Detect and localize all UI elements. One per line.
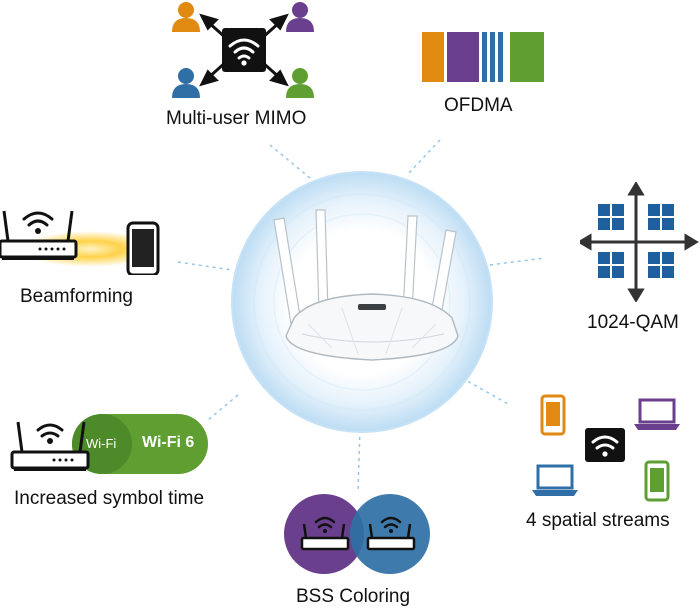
phone-icon-orange bbox=[540, 394, 566, 436]
user-icon-blue bbox=[172, 68, 200, 98]
label-symbol-time: Increased symbol time bbox=[14, 488, 205, 509]
qam-grid-icon bbox=[580, 182, 699, 302]
feature-ofdma bbox=[422, 32, 546, 84]
label-spatial: 4 spatial streams bbox=[526, 510, 670, 531]
feature-mimo bbox=[160, 0, 330, 100]
wifi-icon bbox=[591, 435, 619, 450]
central-router bbox=[273, 209, 459, 361]
symbol-time-graphic bbox=[10, 414, 208, 474]
router-icon bbox=[0, 210, 78, 260]
mimo-graphic bbox=[172, 2, 314, 98]
phone-icon-green bbox=[644, 460, 670, 502]
feature-bss bbox=[282, 492, 432, 576]
wifi-box bbox=[585, 428, 625, 462]
wifi-icon bbox=[314, 516, 336, 529]
label-ofdma: OFDMA bbox=[444, 95, 513, 116]
pill-wifi-label: Wi-Fi bbox=[86, 436, 117, 451]
connector-spatial bbox=[461, 377, 511, 406]
router-icon bbox=[10, 421, 90, 471]
bss-graphic bbox=[284, 494, 430, 574]
user-icon-green bbox=[286, 68, 314, 98]
ofdma-graphic bbox=[422, 32, 544, 82]
user-icon-orange bbox=[172, 2, 200, 32]
beamforming-graphic bbox=[0, 210, 160, 275]
feature-qam bbox=[580, 182, 700, 302]
dotted-connectors bbox=[177, 139, 546, 491]
connector-bss bbox=[357, 429, 361, 491]
spatial-graphic bbox=[532, 394, 680, 502]
label-beamforming: Beamforming bbox=[20, 286, 133, 307]
laptop-icon-blue bbox=[532, 464, 578, 496]
router-icon-right bbox=[366, 516, 416, 551]
label-qam: 1024-QAM bbox=[587, 312, 679, 333]
wifi-icon bbox=[228, 38, 260, 60]
halo-ring-2 bbox=[253, 193, 471, 411]
bss-circle-blue bbox=[350, 494, 430, 574]
qam-graphic bbox=[580, 182, 699, 302]
feature-spatial bbox=[530, 390, 690, 505]
user-icon-purple bbox=[286, 2, 314, 32]
laptop-icon-purple bbox=[634, 398, 680, 430]
pill-wifi6-label: Wi-Fi 6 bbox=[142, 434, 195, 451]
connector-beamforming bbox=[177, 261, 233, 271]
feature-symbol-time: Wi-Fi Wi-Fi 6 bbox=[10, 410, 210, 476]
halo-ring-1 bbox=[231, 171, 493, 433]
feature-beamforming bbox=[0, 205, 170, 275]
wifi-icon bbox=[22, 211, 54, 227]
connector-symbol bbox=[207, 394, 239, 421]
wifi-icon bbox=[36, 423, 64, 438]
connector-mimo bbox=[269, 144, 311, 179]
label-mimo: Multi-user MIMO bbox=[166, 108, 307, 129]
bss-circle-purple bbox=[284, 494, 364, 574]
router-icon-left bbox=[300, 516, 350, 551]
halo-ring-3 bbox=[273, 213, 451, 391]
connector-qam bbox=[489, 257, 546, 266]
phone-icon bbox=[126, 221, 160, 275]
label-bss: BSS Coloring bbox=[296, 586, 411, 607]
wifi-icon bbox=[380, 516, 402, 529]
connector-ofdma bbox=[407, 139, 441, 175]
